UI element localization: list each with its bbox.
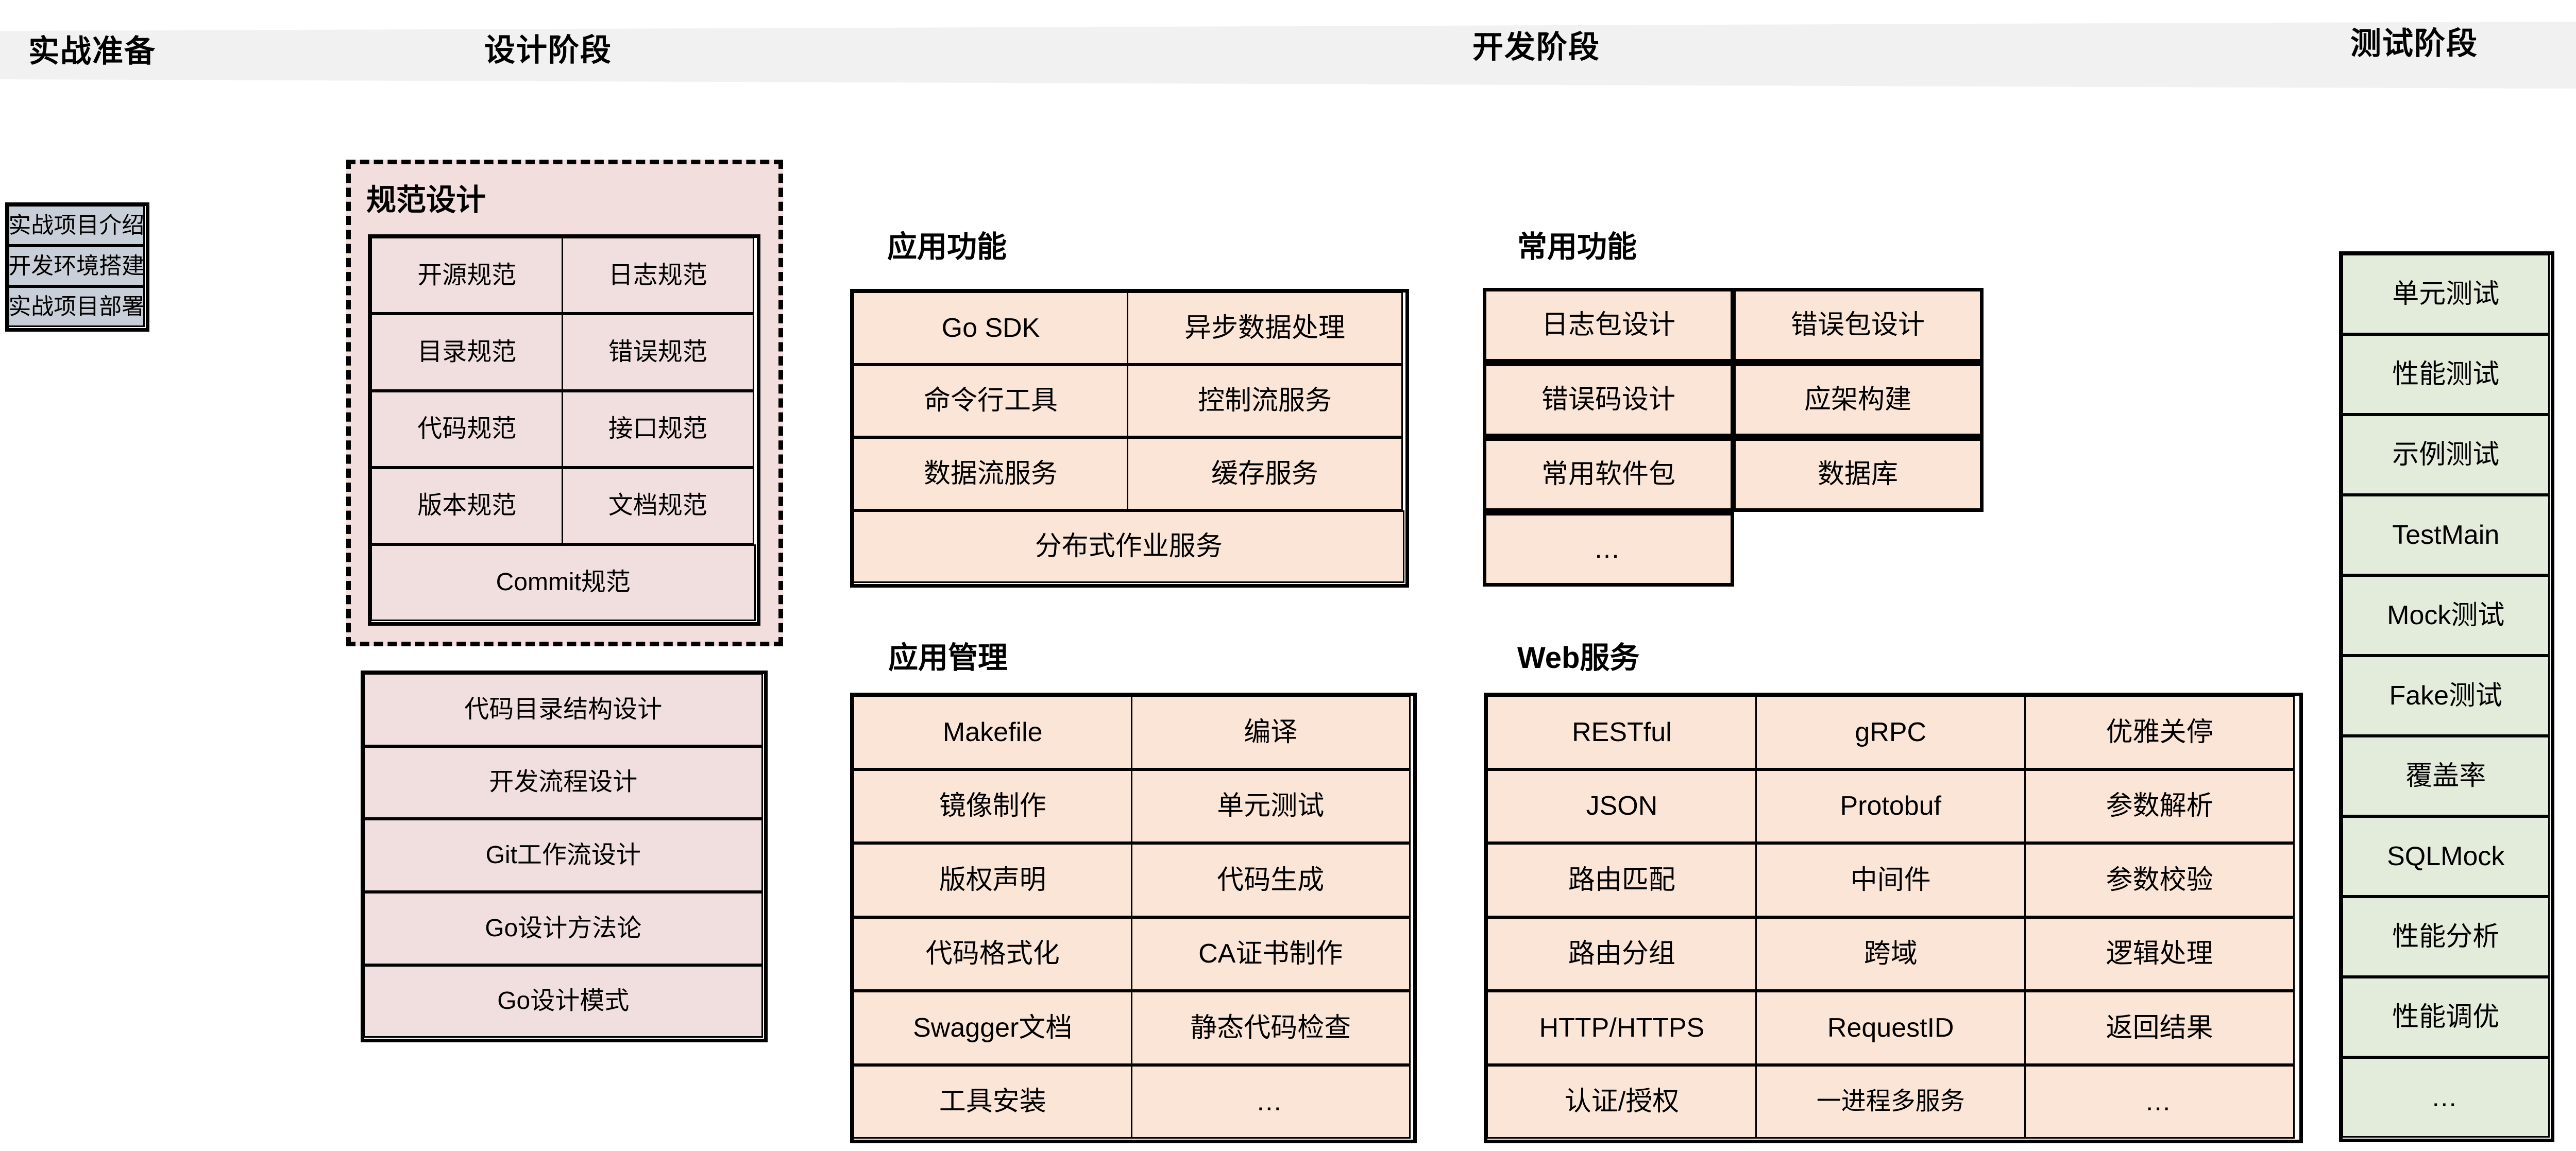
app-management-item[interactable]: Swagger文档 [853,991,1133,1065]
test-item[interactable]: TestMain [2342,495,2550,576]
spec-item[interactable]: 开源规范 [370,237,564,314]
app-management-item[interactable]: 单元测试 [1130,769,1411,844]
web-service-item[interactable]: 返回结果 [2024,991,2295,1065]
design-flow-item[interactable]: Git工作流设计 [363,819,764,892]
web-service-title: Web服务 [1517,641,1640,675]
test-item[interactable]: 覆盖率 [2342,736,2550,817]
spec-item[interactable]: 目录规范 [370,314,564,391]
test-item[interactable]: 性能分析 [2342,897,2550,977]
banner-stage-label-2: 开发阶段 [1472,30,1600,64]
common-function-item[interactable]: 应架构建 [1732,363,1984,438]
app-management-item[interactable]: 代码格式化 [853,917,1133,991]
web-service-item[interactable]: RequestID [1755,991,2026,1065]
app-management-item[interactable]: Makefile [853,695,1133,769]
test-item[interactable]: 示例测试 [2342,415,2550,495]
app-management-item[interactable]: 工具安装 [853,1064,1133,1139]
test-item[interactable]: Fake测试 [2342,656,2550,736]
banner-arrow-shape [0,21,2576,89]
app-function-item[interactable]: Go SDK [853,291,1129,365]
app-management-item-more[interactable]: … [1130,1064,1411,1139]
app-function-item[interactable]: 控制流服务 [1127,364,1403,438]
spec-item[interactable]: 接口规范 [561,390,754,468]
common-function-item[interactable]: 数据库 [1732,437,1984,512]
app-management-item[interactable]: 代码生成 [1130,843,1411,917]
app-function-item[interactable]: 异步数据处理 [1127,291,1403,365]
web-service-group: RESTful gRPC 优雅关停 JSON Protobuf 参数解析 路由匹… [1484,693,2303,1143]
common-function-item[interactable]: 错误码设计 [1483,363,1734,438]
web-service-item[interactable]: 参数解析 [2024,769,2295,844]
banner-stage-label-0: 实战准备 [28,34,156,68]
design-flow-item[interactable]: Go设计模式 [363,965,764,1038]
app-function-title: 应用功能 [887,230,1007,264]
web-service-item[interactable]: 路由匹配 [1486,843,1757,917]
web-service-item[interactable]: 参数校验 [2024,843,2295,917]
web-service-item[interactable]: gRPC [1755,695,2026,769]
common-function-group: 日志包设计 错误包设计 错误码设计 应架构建 常用软件包 数据库 … [1483,288,1986,588]
spec-item[interactable]: 日志规范 [561,237,754,314]
test-item[interactable]: 性能调优 [2342,977,2550,1058]
app-management-item[interactable]: 静态代码检查 [1130,991,1411,1065]
web-service-item[interactable]: 一进程多服务 [1755,1064,2026,1139]
design-flow-item[interactable]: Go设计方法论 [363,892,764,965]
web-service-item[interactable]: 优雅关停 [2024,695,2295,769]
app-management-item[interactable]: CA证书制作 [1130,917,1411,991]
prep-group: 实战项目介绍 开发环境搭建 实战项目部署 [5,202,149,332]
test-item[interactable]: Mock测试 [2342,575,2550,656]
web-service-item[interactable]: 路由分组 [1486,917,1757,991]
web-service-item[interactable]: RESTful [1486,695,1757,769]
app-management-item[interactable]: 编译 [1130,695,1411,769]
test-item[interactable]: SQLMock [2342,816,2550,897]
spec-item-commit[interactable]: Commit规范 [370,544,756,622]
app-function-item[interactable]: 分布式作业服务 [853,510,1405,583]
spec-design-title: 规范设计 [366,183,486,217]
web-service-item-more[interactable]: … [2024,1064,2295,1139]
web-service-item[interactable]: 认证/授权 [1486,1064,1757,1139]
app-management-item[interactable]: 镜像制作 [853,769,1133,844]
test-group: 单元测试 性能测试 示例测试 TestMain Mock测试 Fake测试 覆盖… [2339,251,2554,1142]
banner-stage-label-1: 设计阶段 [484,33,612,67]
web-service-item[interactable]: Protobuf [1755,769,2026,844]
app-function-item[interactable]: 缓存服务 [1127,437,1403,510]
app-management-title: 应用管理 [888,641,1008,675]
banner-stage-label-3: 测试阶段 [2350,26,2478,61]
spec-item[interactable]: 代码规范 [370,390,564,468]
common-function-item[interactable]: 错误包设计 [1732,288,1984,363]
test-item[interactable]: 性能测试 [2342,334,2550,415]
app-function-group: Go SDK 异步数据处理 命令行工具 控制流服务 数据流服务 缓存服务 分布式… [850,289,1409,588]
design-flow-item[interactable]: 代码目录结构设计 [363,673,764,746]
spec-item[interactable]: 错误规范 [561,314,754,391]
test-item[interactable]: 单元测试 [2342,254,2550,335]
spec-item[interactable]: 文档规范 [561,467,754,544]
app-management-item[interactable]: 版权声明 [853,843,1133,917]
design-flow-group: 代码目录结构设计 开发流程设计 Git工作流设计 Go设计方法论 Go设计模式 [361,671,768,1042]
web-service-item[interactable]: 跨域 [1755,917,2026,991]
app-function-item[interactable]: 数据流服务 [853,437,1129,510]
test-item-more[interactable]: … [2342,1057,2550,1138]
design-flow-item[interactable]: 开发流程设计 [363,746,764,819]
phase-banner: 实战准备 设计阶段 开发阶段 测试阶段 部署阶段 Tips [0,20,2576,91]
spec-design-grid: 开源规范 日志规范 目录规范 错误规范 代码规范 接口规范 版本规范 文档规范 … [368,234,760,626]
prep-item[interactable]: 开发环境搭建 [8,246,145,287]
common-function-item-more[interactable]: … [1483,512,1734,587]
web-service-item[interactable]: 逻辑处理 [2024,917,2295,991]
prep-item[interactable]: 实战项目部署 [8,286,145,328]
common-function-item[interactable]: 日志包设计 [1483,288,1734,363]
web-service-item[interactable]: 中间件 [1755,843,2026,917]
app-management-group: Makefile 编译 镜像制作 单元测试 版权声明 代码生成 代码格式化 CA… [850,693,1417,1143]
web-service-item[interactable]: JSON [1486,769,1757,844]
common-function-title: 常用功能 [1517,230,1637,264]
spec-item[interactable]: 版本规范 [370,467,564,544]
app-function-item[interactable]: 命令行工具 [853,364,1129,438]
prep-item[interactable]: 实战项目介绍 [8,205,145,246]
common-function-item[interactable]: 常用软件包 [1483,437,1734,512]
web-service-item[interactable]: HTTP/HTTPS [1486,991,1757,1065]
